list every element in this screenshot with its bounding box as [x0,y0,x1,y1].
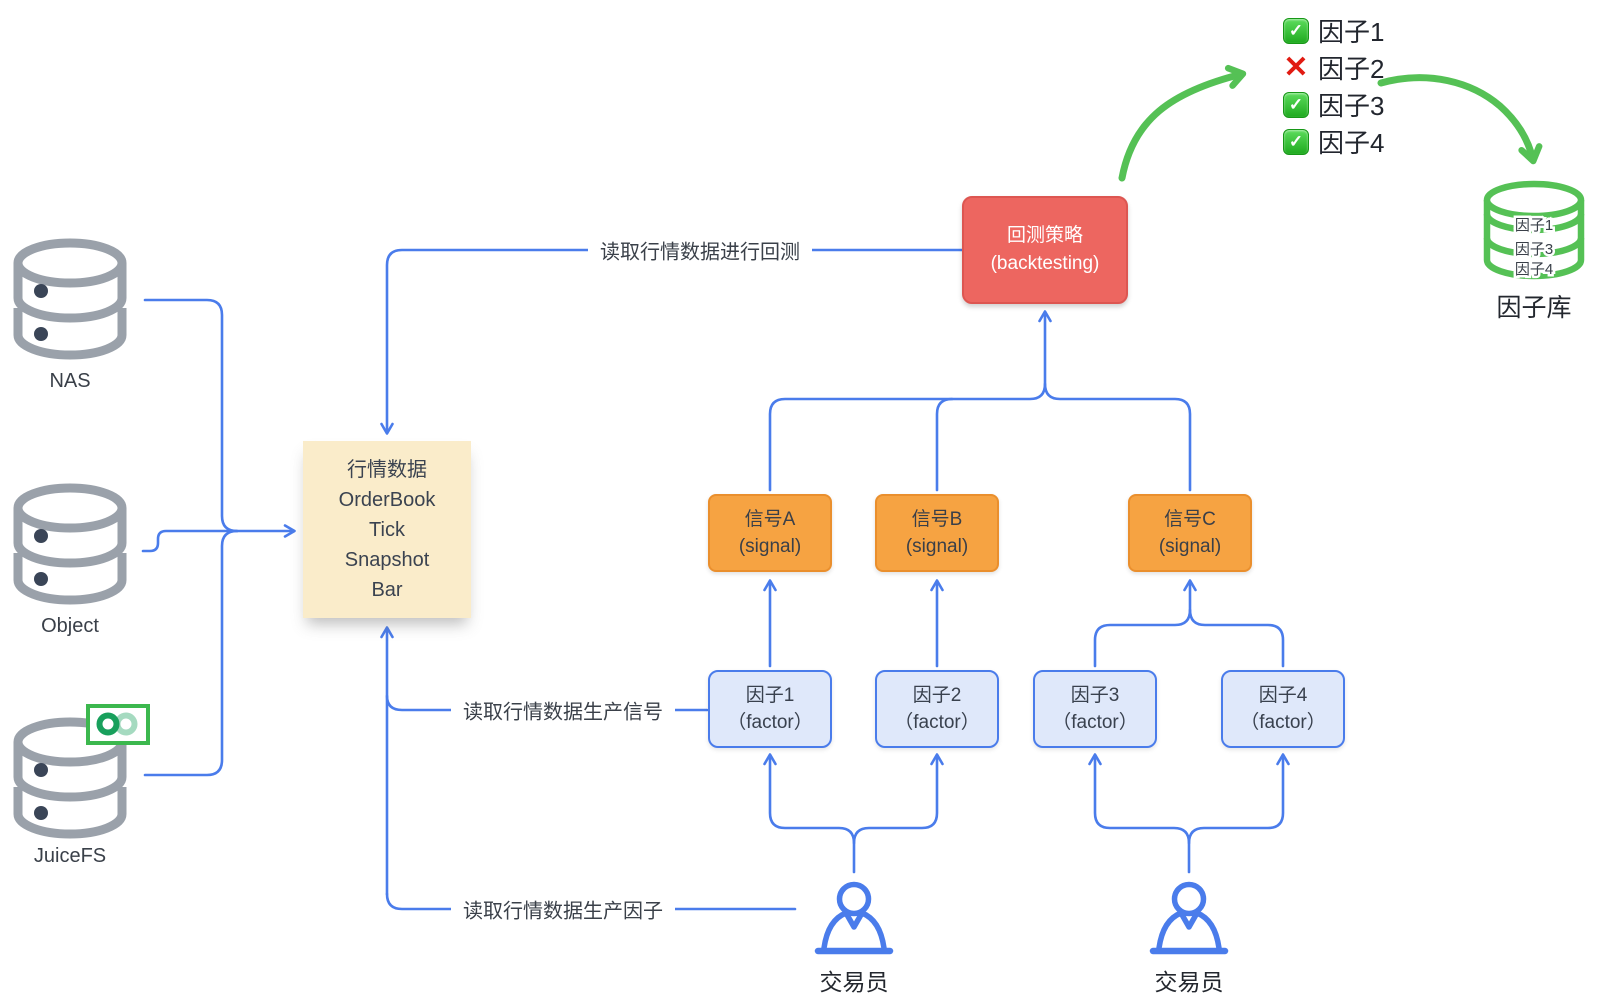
backtest-subtitle: (backtesting) [990,253,1100,274]
signal-title: 信号B [911,509,963,530]
factor3-to-signal-c-line [1093,579,1197,668]
juicefs-label: JuiceFS [33,845,107,867]
signal-subtitle: (signal) [1158,536,1222,557]
checklist-label: 因子2 [1318,54,1385,84]
juicefs-to-market-line [143,529,239,777]
signal-b-to-backtest-line [935,397,954,492]
factor-db-item-2: 因子3 [1515,241,1553,258]
object-database-icon [13,483,127,605]
factor-box-1: 因子1 （factor） [708,670,832,748]
backtest-to-checklist-arrow [1118,64,1247,182]
trader-1-label: 交易员 [819,969,889,993]
trader1-to-factor2-line [852,753,944,845]
trader-2-icon [1149,881,1229,955]
check-icon: ✓ [1283,17,1309,44]
edge-label-backtest-read: 读取行情数据进行回测 [588,233,812,267]
nas-to-market-line [143,298,239,533]
market-data-line: 行情数据 [347,458,427,481]
object-to-market-line [141,524,296,553]
factor-title: 因子4 [1258,685,1308,706]
nas-label: NAS [49,370,91,392]
checklist-label: 因子4 [1318,128,1385,158]
check-icon: ✓ [1283,128,1309,155]
object-label: Object [41,615,99,637]
market-data-line: Bar [371,578,403,601]
backtest-title: 回测策略 [1006,225,1083,246]
checklist-row: ✕ 因子2 [1283,49,1384,86]
factor-db-item-1: 因子1 [1515,217,1553,234]
market-data-line: OrderBook [338,488,436,511]
factor-box-3: 因子3 （factor） [1033,670,1157,748]
factor-box-4: 因子4 （factor） [1221,670,1345,748]
trader-2-label: 交易员 [1154,969,1224,993]
factor-box-2: 因子2 （factor） [875,670,999,748]
signal-box-c: 信号C (signal) [1128,494,1252,572]
factor-checklist: ✓ 因子1 ✕ 因子2 ✓ 因子3 ✓ 因子4 [1283,12,1384,160]
signal-subtitle: (signal) [905,536,969,557]
produce-signal-branch-line [385,694,709,712]
factor-db-item-3: 因子4 [1515,261,1553,278]
nas-database-icon [13,238,127,360]
signal-title: 信号C [1164,509,1216,530]
checklist-row: ✓ 因子1 [1283,12,1384,49]
market-data-box: 行情数据 OrderBook Tick Snapshot Bar [303,441,471,618]
trader2-to-factor4-line [1187,753,1290,845]
signal-title: 信号A [744,509,796,530]
factor-db-icon [1483,180,1585,280]
backtest-read-line [380,248,964,435]
cross-icon: ✕ [1283,51,1309,84]
produce-factor-line [385,892,797,911]
signal-box-b: 信号B (signal) [875,494,999,572]
checklist-to-factor-db-arrow [1377,74,1543,165]
juicefs-logo-icon [86,704,150,745]
edge-label-factor-read: 读取行情数据生产因子 [451,892,675,926]
factor-subtitle: （factor） [1240,712,1326,733]
factor-subtitle: （factor） [1052,712,1138,733]
checklist-row: ✓ 因子3 [1283,86,1384,123]
factor-db-label: 因子库 [1496,294,1572,322]
signal-subtitle: (signal) [738,536,802,557]
signal-a-to-backtest-line [768,310,1052,492]
market-data-line: Snapshot [344,548,430,571]
signal-box-a: 信号A (signal) [708,494,832,572]
trader2-to-factor3-line [1088,753,1191,874]
edge-label-signal-read: 读取行情数据生产信号 [451,693,675,727]
check-icon: ✓ [1283,91,1309,118]
checklist-label: 因子3 [1318,91,1385,121]
factor-title: 因子1 [745,685,795,706]
trader-1-icon [814,881,894,955]
backtest-box: 回测策略 (backtesting) [962,196,1128,304]
market-data-line: Tick [369,518,405,541]
checklist-row: ✓ 因子4 [1283,123,1384,160]
factor4-to-signal-c-line [1188,608,1285,668]
factor-subtitle: （factor） [894,712,980,733]
checklist-label: 因子1 [1318,17,1385,47]
trader1-to-factor1-line [763,753,856,874]
factor-subtitle: （factor） [727,712,813,733]
signal-c-to-backtest-line [1043,382,1192,492]
factor-title: 因子2 [912,685,962,706]
factor-title: 因子3 [1070,685,1120,706]
